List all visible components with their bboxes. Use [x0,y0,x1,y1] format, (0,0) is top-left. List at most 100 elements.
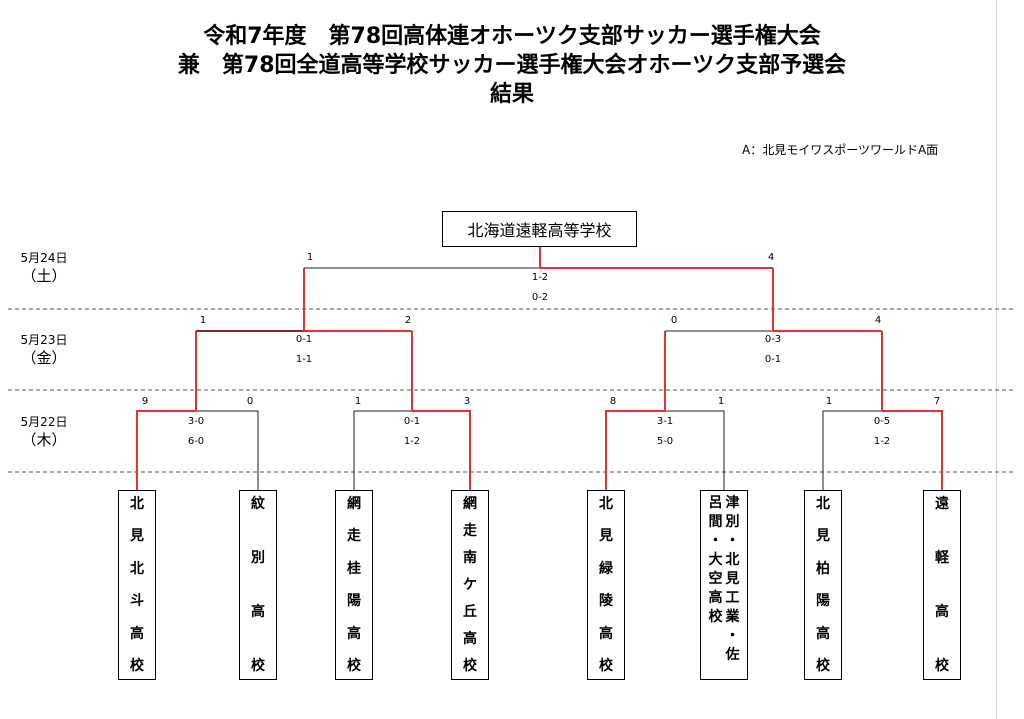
team-name-char: 別 [725,514,740,530]
r1b-left-score: 1 [354,396,362,407]
team-name-char: 北 [130,496,144,512]
day-date: 5月22日 [20,415,68,429]
team-name-char: ・ [725,533,740,549]
team-name-char: 走 [347,528,361,545]
team-name-char: 高 [935,604,949,620]
team-name-char: 北 [599,496,613,512]
day-label-24: 5月24日 （土） [14,250,74,286]
team-kitami-hakuyo: 北見柏陽高校 [804,490,842,680]
r1a-loser-path [196,410,259,490]
team-name-char: 遠 [935,496,949,512]
team-name-char: 見 [816,528,830,545]
r2a-right-score: 2 [404,315,412,326]
team-name-char: 紋 [251,496,265,512]
team-name-char: 見 [725,571,740,587]
team-name-char: 走 [463,523,477,539]
team-name-char: ・ [708,533,723,549]
team-name-char: 高 [708,590,723,606]
team-name-char: ・ [725,628,740,644]
team-name-char: 空 [708,571,723,587]
team-name-char: 佐 [725,647,740,663]
team-name-char: 網 [347,496,361,512]
team-name-char: ケ [463,577,477,593]
r2b-half2: 0-1 [764,354,782,365]
r1a-left-score: 9 [141,396,149,407]
r2a-half1: 0-1 [295,334,313,345]
title-line-2: 兼 第78回全道高等学校サッカー選手権大会オホーツク支部予選会 [177,53,847,78]
team-monbetsu: 紋別高校 [239,490,277,680]
team-name-char: 高 [251,604,265,620]
r1d-loser-path [822,410,882,490]
r1d-left-score: 1 [825,396,833,407]
r1b-half1: 0-1 [403,416,421,427]
final-half2: 0-2 [531,292,549,303]
team-kitami-hokuto: 北見北斗高校 [118,490,156,680]
r1b-winner-path [412,410,471,490]
day-of-week: （土） [21,267,67,285]
r1a-half1: 3-0 [187,416,205,427]
team-name-char: 校 [463,658,477,674]
team-name-char: 軽 [935,550,949,566]
team-name-col2: 呂間・大空高校 [709,494,723,676]
r2b-half1: 0-3 [764,334,782,345]
r2b-right-score: 4 [874,315,882,326]
r1a-winner-path [136,410,196,490]
team-name-char: 高 [816,625,830,642]
final-left-score: 1 [306,252,314,263]
title-line-3: 結果 [489,82,534,107]
team-name-char: 桂 [347,560,361,577]
team-abashiri-minamigaoka: 網走南ケ丘高校 [451,490,489,680]
day-label-22: 5月22日 （木） [14,414,74,450]
title-block: 令和7年度 第78回高体連オホーツク支部サッカー選手権大会 兼 第78回全道高等… [0,22,1024,109]
team-name-char: 網 [463,496,477,512]
page-edge-rule [996,0,997,719]
team-name-char: 工 [725,590,740,606]
team-kitami-ryokuryo: 北見緑陵高校 [587,490,625,680]
team-name-char: 柏 [816,560,830,577]
day-date: 5月24日 [20,251,68,265]
team-name-char: 丘 [463,604,477,620]
r2b-left-score: 0 [670,315,678,326]
team-name-char: 校 [708,609,723,625]
team-name-char: 北 [130,560,144,577]
day-of-week: （金） [21,349,67,367]
r1c-right-score: 1 [717,396,725,407]
team-name-char: 斗 [130,593,144,610]
final-right-score: 4 [767,252,775,263]
r2a-half2: 1-1 [295,354,313,365]
team-name-char: 校 [816,657,830,674]
team-name-char: 校 [251,658,265,674]
team-name-char: 大 [708,552,723,568]
r1b-half2: 1-2 [403,436,421,447]
r1d-right-score: 7 [933,396,941,407]
team-name-char: 高 [130,625,144,642]
r1d-half2: 1-2 [873,436,891,447]
r1c-loser-path [665,410,725,490]
team-name-char: 津 [725,495,740,511]
team-name-char: 呂 [708,495,723,511]
team-name-char: 陽 [347,593,361,610]
r1c-half1: 3-1 [656,416,674,427]
team-name-col1: 津別・北見工業・佐 [726,494,740,676]
team-combined-tsubetsu: 津別・北見工業・佐 呂間・大空高校 [700,490,748,680]
team-name-char: 陵 [599,593,613,610]
team-name-char: 別 [251,550,265,566]
team-name-char: 見 [599,528,613,545]
r1d-winner-path [882,410,943,490]
day-of-week: （木） [21,431,67,449]
r1c-half2: 5-0 [656,436,674,447]
team-name-char: 高 [463,631,477,647]
team-name-char: 見 [130,528,144,545]
team-engaru: 遠軽高校 [923,490,961,680]
team-name-char: 校 [130,657,144,674]
r1b-loser-path [353,410,412,490]
title-line-1: 令和7年度 第78回高体連オホーツク支部サッカー選手権大会 [203,24,821,49]
team-name-char: 北 [816,496,830,512]
team-abashiri-keiyo: 網走桂陽高校 [335,490,373,680]
r1c-left-score: 8 [609,396,617,407]
team-name-char: 緑 [599,560,613,577]
r1d-half1: 0-5 [873,416,891,427]
final-half1: 1-2 [531,272,549,283]
r1a-half2: 6-0 [187,436,205,447]
